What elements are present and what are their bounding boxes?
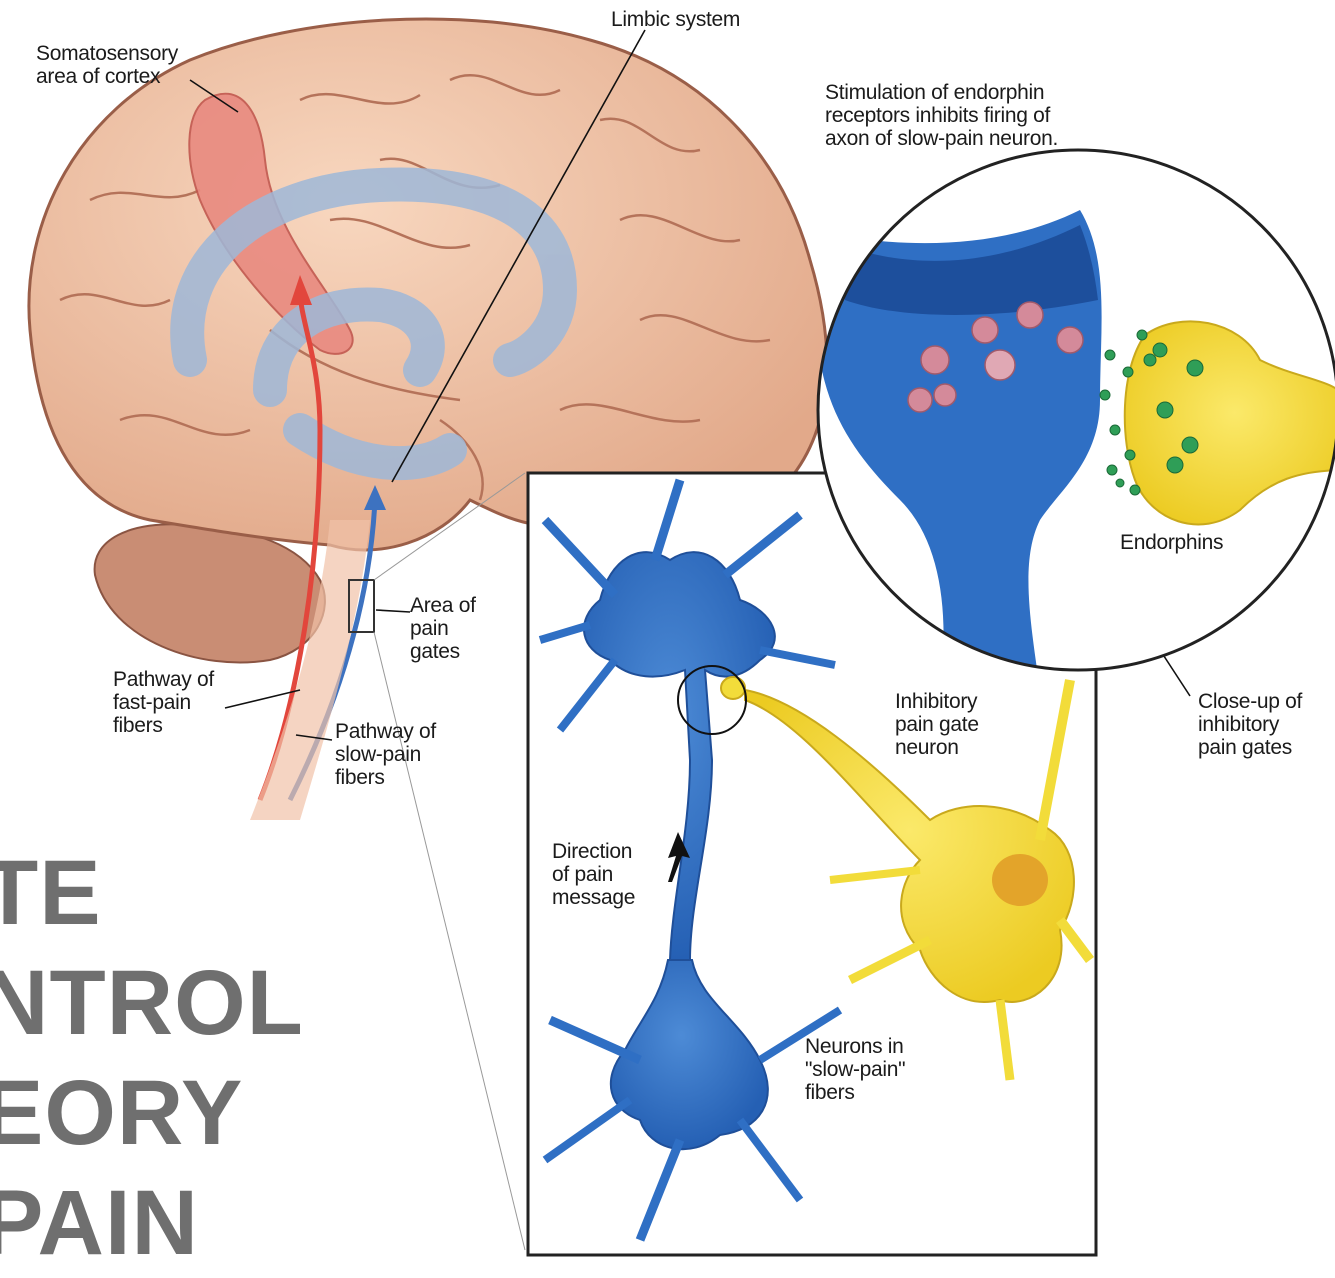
title-line-3: EORY — [0, 1058, 304, 1168]
label-slow-pain-pathway: Pathway of slow-pain fibers — [335, 720, 436, 789]
label-fast-pain-pathway: Pathway of fast-pain fibers — [113, 668, 214, 737]
slide-title: TE NTROL EORY PAIN — [0, 838, 304, 1278]
label-limbic-system: Limbic system — [611, 8, 740, 31]
cerebellum — [95, 524, 325, 662]
label-endorphins: Endorphins — [1120, 531, 1223, 554]
label-inhibitory-gate-neuron: Inhibitory pain gate neuron — [895, 690, 979, 759]
label-area-of-pain-gates: Area of pain gates — [410, 594, 476, 663]
label-closeup: Close-up of inhibitory pain gates — [1198, 690, 1302, 759]
label-somatosensory: Somatosensory area of cortex — [36, 42, 178, 88]
label-neurons-slow-pain: Neurons in "slow-pain" fibers — [805, 1035, 905, 1104]
title-line-1: TE — [0, 838, 304, 948]
gate-terminal — [721, 677, 745, 699]
label-direction: Direction of pain message — [552, 840, 635, 909]
label-stimulation: Stimulation of endorphin receptors inhib… — [825, 81, 1058, 150]
title-line-2: NTROL — [0, 948, 304, 1058]
